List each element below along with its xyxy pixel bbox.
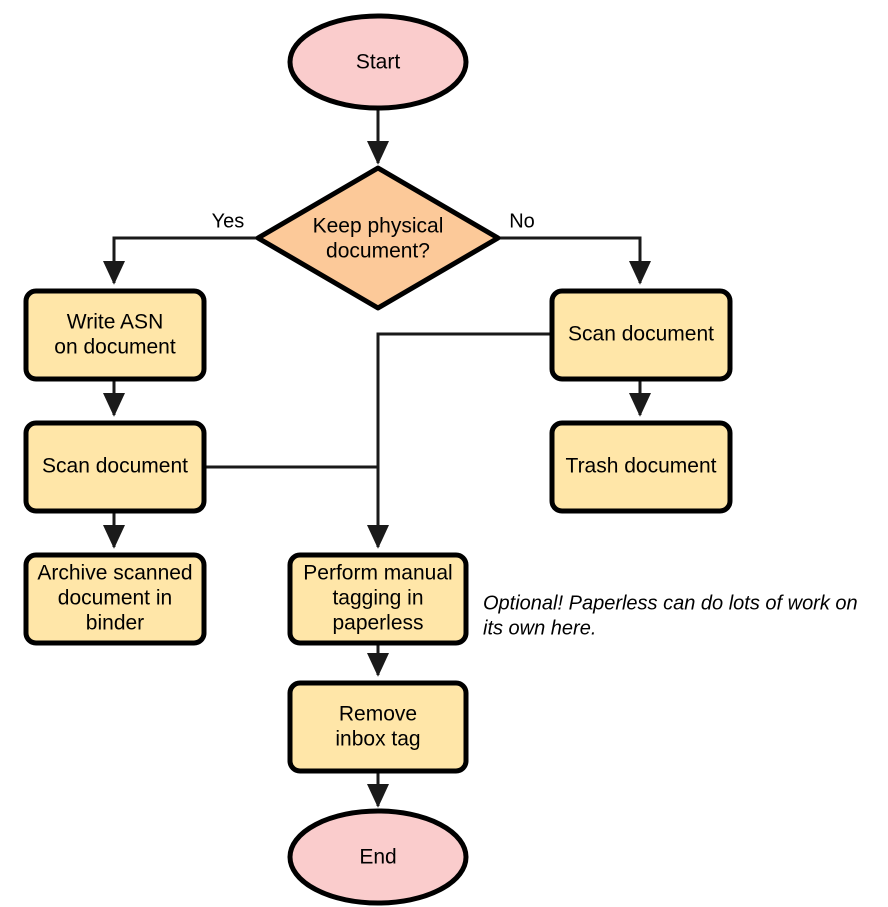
node-decision-keep-physical-document[interactable]: Keep physical document? — [255, 165, 501, 311]
archive-label-line2: document in — [58, 587, 172, 610]
write-asn-rect-shape — [23, 288, 207, 382]
node-scan-document-left[interactable]: Scan document — [23, 420, 207, 514]
end-ellipse-shape — [287, 808, 469, 906]
annotation-optional-note: Optional! Paperless can do lots of work … — [483, 592, 858, 639]
decision-diamond-shape — [255, 165, 501, 311]
node-end[interactable]: End — [287, 808, 469, 906]
edge-label-yes: Yes — [212, 210, 245, 232]
edge-decision-no-to-scan-right — [498, 236, 652, 285]
trash-document-label: Trash document — [566, 455, 717, 478]
trash-document-rect-shape — [549, 420, 733, 514]
scan-document-left-label: Scan document — [42, 455, 188, 478]
archive-label-line3: binder — [86, 612, 144, 635]
archive-rect-shape — [23, 552, 207, 646]
remove-inbox-label-line2: inbox tag — [335, 728, 420, 751]
tagging-label-line2: tagging in — [332, 587, 423, 610]
node-scan-document-right[interactable]: Scan document — [549, 288, 733, 382]
node-archive-scanned-document[interactable]: Archive scanned document in binder — [23, 552, 207, 646]
start-label: Start — [356, 51, 401, 74]
node-remove-inbox-tag[interactable]: Remove inbox tag — [287, 680, 469, 774]
end-label: End — [359, 846, 396, 869]
scan-document-right-rect-shape — [549, 288, 733, 382]
node-start[interactable]: Start — [287, 13, 469, 111]
annotation-line2: its own here. — [483, 617, 596, 639]
annotation-line1: Optional! Paperless can do lots of work … — [483, 592, 858, 614]
node-trash-document[interactable]: Trash document — [549, 420, 733, 514]
scan-document-left-rect-shape — [23, 420, 207, 514]
tagging-label-line3: paperless — [332, 612, 423, 635]
decision-label-line1: Keep physical — [313, 215, 444, 238]
node-perform-manual-tagging[interactable]: Perform manual tagging in paperless — [287, 552, 469, 646]
write-asn-label-line1: Write ASN — [67, 311, 163, 334]
scan-document-right-label: Scan document — [568, 323, 714, 346]
tagging-rect-shape — [287, 552, 469, 646]
edge-decision-yes-to-write-asn — [102, 236, 258, 285]
edges-layer — [102, 108, 652, 808]
remove-inbox-label-line1: Remove — [339, 703, 417, 726]
tagging-label-line1: Perform manual — [303, 562, 452, 585]
edge-scan-right-to-tagging — [366, 332, 552, 549]
remove-inbox-rect-shape — [287, 680, 469, 774]
decision-label-line2: document? — [326, 240, 430, 263]
edge-label-no: No — [509, 210, 535, 232]
start-ellipse-shape — [287, 13, 469, 111]
node-write-asn-on-document[interactable]: Write ASN on document — [23, 288, 207, 382]
write-asn-label-line2: on document — [54, 336, 176, 359]
archive-label-line1: Archive scanned — [37, 562, 192, 585]
